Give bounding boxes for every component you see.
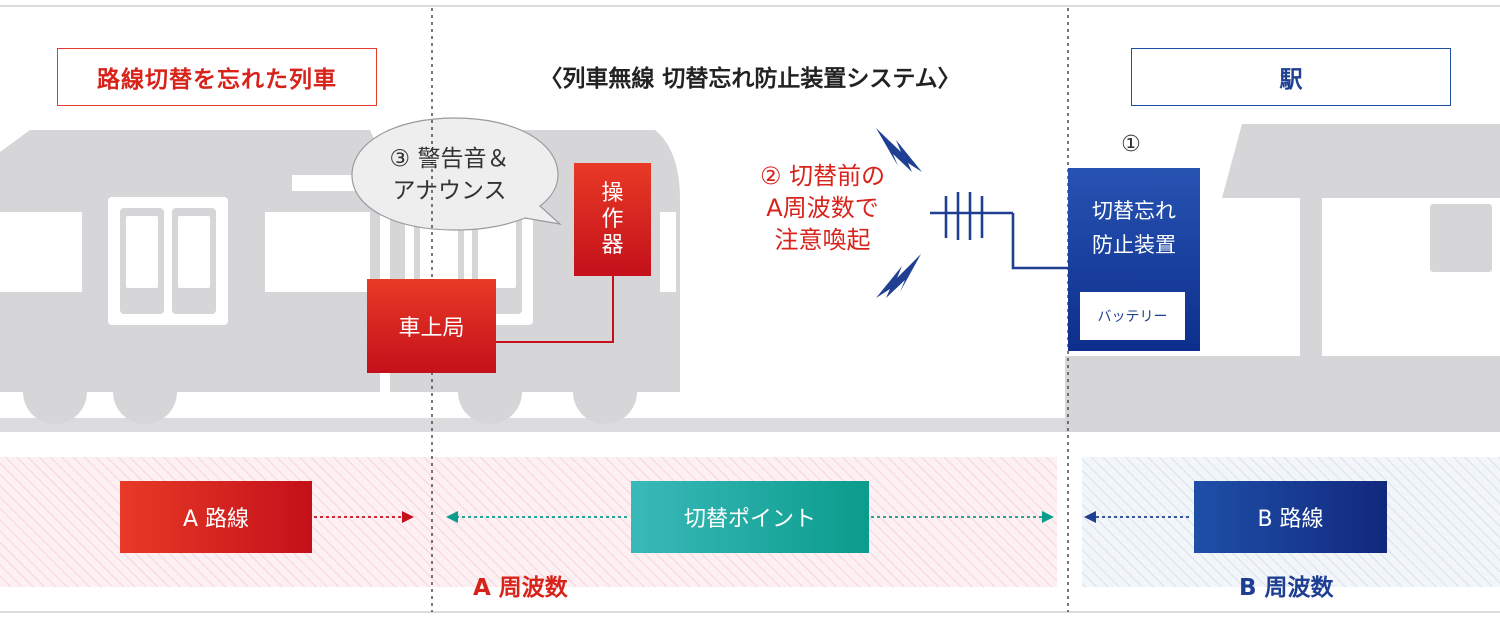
step-number-1: ① [1121,132,1141,157]
onboard-station-box: 車上局 [367,279,496,373]
header-system-title: 〈列車無線 切替忘れ防止装置システム〉 [539,66,961,92]
alert-line: ② 切替前の [759,162,886,190]
antenna [930,192,1068,270]
alert-line: A周波数で [766,194,879,222]
lightning-bolt-upper [876,128,922,172]
bubble-line: ③ 警告音＆ [389,146,510,172]
arrow-route-a [314,511,414,523]
route-b-box: B 路線 [1194,481,1387,553]
bubble-line: アナウンス [392,178,507,204]
device-label: 切替忘れ 防止装置 [1068,194,1200,262]
arrow-switch-right [871,511,1054,523]
frequency-a-label: A 周波数 [473,575,568,601]
operator-char: 作 [601,206,624,232]
lightning-bolt-lower [876,254,921,298]
device-label-line: 切替忘れ [1092,199,1176,223]
header-train-label: 路線切替を忘れた列車 [57,48,377,106]
speech-bubble [351,117,562,231]
alert-text: ② 切替前の A周波数で 注意喚起 [735,160,910,256]
alert-line: 注意喚起 [774,226,871,254]
ground-strip [0,418,1065,432]
route-a-box: A 路線 [120,481,312,553]
device-label-line: 防止装置 [1092,233,1176,257]
switch-point-box: 切替ポイント [631,481,869,553]
frequency-b-label: B 周波数 [1239,575,1334,601]
operator-char: 操 [601,180,624,206]
operator-connection-line [496,276,614,343]
station-bench [1330,312,1480,346]
battery-label: バッテリー [1080,292,1185,340]
operator-panel: 操 作 器 [574,163,651,276]
header-station-label: 駅 [1131,48,1451,106]
operator-char: 器 [601,232,624,258]
arrow-switch-left [446,511,629,523]
arrow-route-b [1084,511,1192,523]
station-silhouette [1065,124,1500,432]
warning-announcement-text: ③ 警告音＆ アナウンス [362,143,537,207]
